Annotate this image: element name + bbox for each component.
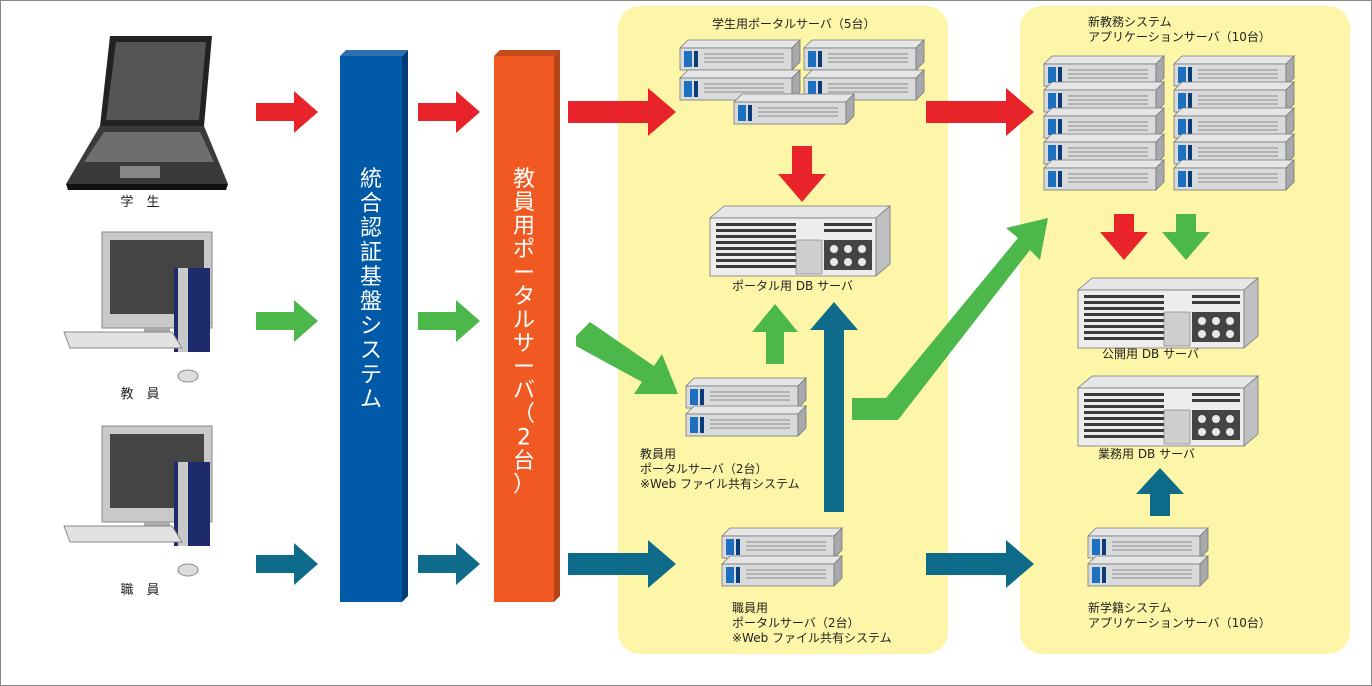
portal-char: ル [513,308,535,333]
portal-char: 2 [517,426,531,451]
faculty-portal-label-line3: ※Web ファイル共有システム [640,477,800,491]
student-flow-arrow [418,91,480,133]
staff-flow-arrow [418,543,480,585]
auth-char: テ [360,363,382,388]
portal-char: サ [513,332,535,357]
staff-flow-arrow [256,543,318,585]
portal-char: バ [513,379,535,404]
staff-flow-arrow [568,540,676,588]
faculty-label: 教 員 [120,386,159,402]
staff-flow-arrow [926,540,1034,588]
staff-portal-label-line1: 職員用 [732,601,768,615]
public-db-server [1077,277,1259,349]
registry-app-label-line1: 新学籍システム [1088,600,1172,615]
academic-app-label-line1: 新教務システム [1088,14,1172,29]
registry-app-label-line2: アプリケーションサーバ（10台） [1088,615,1271,630]
faculty-flow-arrow [576,322,678,394]
faculty-portal-servers [685,377,807,437]
portal-char: （ [513,402,535,427]
staff-portal-label-line3: ※Web ファイル共有システム [732,631,892,645]
laptop-icon [66,36,228,190]
auth-char: ム [360,388,382,413]
desktop-pc-icon [63,231,213,383]
student-label: 学 生 [120,194,159,210]
faculty-flow-arrow [418,300,480,342]
faculty-flow-arrow [1162,214,1210,260]
faculty-flow-arrow [752,304,798,364]
portal-char: ー [513,355,535,380]
staff-portal-label-line2: ポータルサーバ（2台） [732,615,860,630]
auth-char: 基 [360,265,382,290]
auth-char: シ [360,314,382,339]
faculty-portal-label-line1: 教員用 [640,446,676,461]
portal-char: ポ [513,238,535,263]
staff-portal-servers [721,527,843,587]
auth-char: 統 [360,167,382,192]
portal-char: 教 [513,167,535,192]
portal-db-server [709,205,891,277]
student-flow-arrow [568,88,676,136]
staff-flow-arrow [810,302,858,512]
auth-char: 証 [360,241,382,266]
portal-db-label: ポータル用 DB サーバ [732,279,853,293]
student-flow-arrow [256,91,318,133]
portal-char: タ [513,285,535,310]
auth-char: 認 [360,216,382,241]
student-flow-arrow [1100,214,1148,260]
staff-label: 職 員 [120,583,159,598]
faculty-flow-arrow [256,300,318,342]
student-portal-label: 学生用ポータルサーバ（5台） [712,16,876,31]
desktop-pc-icon [63,425,213,577]
staff-flow-arrow [1136,468,1184,516]
auth-char: 盤 [360,290,382,315]
auth-char: ス [360,339,382,364]
portal-char: 台 [513,449,535,474]
auth-char: 合 [360,192,382,217]
portal-char: ー [513,261,535,286]
faculty-portal-label-line2: ポータルサーバ（2台） [640,461,768,476]
student-flow-arrow [778,146,826,202]
portal-char: 用 [513,214,535,239]
registry-app-servers [1087,527,1209,587]
business-db-server [1077,375,1259,447]
public-db-label: 公開用 DB サーバ [1102,347,1199,361]
portal-char: ） [513,473,535,498]
academic-app-label-line2: アプリケーションサーバ（10台） [1088,29,1271,44]
portal-char: 員 [513,191,535,216]
faculty-flow-arrow [852,218,1048,420]
business-db-label: 業務用 DB サーバ [1098,447,1195,461]
student-flow-arrow [926,88,1034,136]
